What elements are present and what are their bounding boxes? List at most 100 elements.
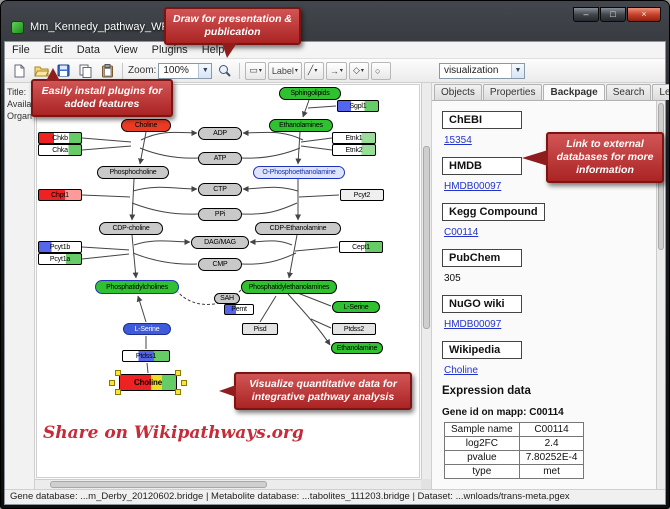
selection-tool-button[interactable]: ▭▾ xyxy=(245,61,266,80)
selection-handle[interactable] xyxy=(109,379,115,386)
node-l-serine[interactable]: L-Serine xyxy=(332,301,380,313)
tab-objects[interactable]: Objects xyxy=(434,84,482,100)
tab-properties[interactable]: Properties xyxy=(482,84,543,100)
menu-data[interactable]: Data xyxy=(76,44,100,56)
expression-cell: type xyxy=(444,464,520,479)
scrollbar-thumb[interactable] xyxy=(658,103,664,251)
node-cept1[interactable]: Cept1 xyxy=(339,241,383,253)
menu-help[interactable]: Help xyxy=(201,44,225,56)
close-button[interactable]: × xyxy=(627,7,661,22)
node-pcyt2[interactable]: Pcyt2 xyxy=(340,189,384,201)
zoom-select[interactable]: 100%▼ xyxy=(158,62,213,79)
node-chka[interactable]: Chka xyxy=(38,144,82,156)
arrow-tool-button[interactable]: →▾ xyxy=(325,61,347,80)
db-id-chebi[interactable]: 15354 xyxy=(444,135,472,146)
node-atp[interactable]: ATP xyxy=(198,152,242,165)
toolbar-separator xyxy=(239,62,241,79)
paste-button[interactable] xyxy=(97,61,117,81)
menu-edit[interactable]: Edit xyxy=(43,44,63,56)
node-pisd[interactable]: Pisd xyxy=(242,323,278,335)
node-dag-mag[interactable]: DAG/MAG xyxy=(191,236,249,249)
node-phosphatidylcholines[interactable]: Phosphatidylcholines xyxy=(95,280,179,294)
tab-legend[interactable]: Legend xyxy=(652,84,669,100)
menu-file[interactable]: File xyxy=(12,44,30,56)
node-phosphocholine[interactable]: Phosphocholine xyxy=(97,166,169,179)
selection-handle[interactable] xyxy=(175,370,181,376)
copy-icon xyxy=(79,64,91,78)
save-button[interactable] xyxy=(53,61,73,81)
selection-handle[interactable] xyxy=(181,379,187,386)
save-disk-icon xyxy=(57,64,69,77)
visualization-select[interactable]: visualization▼ xyxy=(438,62,525,79)
canvas-horizontal-scrollbar[interactable] xyxy=(35,479,421,489)
scrollbar-thumb[interactable] xyxy=(50,481,267,488)
line-tool-icon: ╱ xyxy=(307,65,314,75)
scrollbar-corner xyxy=(421,479,431,489)
db-id-hmdb[interactable]: HMDB00097 xyxy=(444,181,502,192)
copy-button[interactable] xyxy=(75,61,95,81)
line-tool-button[interactable]: ╱▾ xyxy=(303,61,324,80)
node-phosphatidylethanolamines[interactable]: Phosphatidylethanolamines xyxy=(241,280,337,294)
menu-view[interactable]: View xyxy=(113,44,138,56)
db-id-wikipedia[interactable]: Choline xyxy=(444,365,478,376)
shape-tool-button[interactable]: ◇▾ xyxy=(348,61,369,80)
open-file-button[interactable] xyxy=(31,61,51,81)
node-ppi[interactable]: PPi xyxy=(198,208,242,221)
zoom-fit-button[interactable] xyxy=(214,61,234,81)
db-id-kegg-compound[interactable]: C00114 xyxy=(444,227,479,238)
db-id-nugo-wiki[interactable]: HMDB00097 xyxy=(444,319,502,330)
paste-clipboard-icon xyxy=(101,63,113,77)
node-ptdss1[interactable]: Ptdss1 xyxy=(122,350,170,362)
datanode-tool-button[interactable]: ○ xyxy=(370,61,391,80)
node-etnk1[interactable]: Etnk1 xyxy=(332,132,376,144)
selection-handle[interactable] xyxy=(175,389,181,395)
node-sgpl1[interactable]: Sgpl1 xyxy=(337,100,379,112)
node-choline[interactable]: Choline xyxy=(121,119,171,132)
db-name-wikipedia: Wikipedia xyxy=(442,341,522,359)
node-cdp-choline[interactable]: CDP-choline xyxy=(99,222,163,235)
backpage-scrollbar[interactable] xyxy=(656,101,665,489)
menu-plugins[interactable]: Plugins xyxy=(151,44,188,56)
info-line: Title: xyxy=(7,87,27,97)
node-ethanolamine[interactable]: Ethanolamine xyxy=(331,342,383,354)
selection-handle[interactable] xyxy=(115,370,121,376)
tab-search[interactable]: Search xyxy=(605,84,652,100)
title-bar[interactable]: Mm_Kennedy_pathway_WP1771_45176.gpml – □… xyxy=(1,1,669,41)
node-choline[interactable]: Choline xyxy=(119,374,177,391)
selection-handle[interactable] xyxy=(115,389,121,395)
info-line: Organ xyxy=(7,111,33,121)
node-o-phosphoethanolamine[interactable]: O-Phosphoethanolamine xyxy=(253,166,345,179)
node-etnk2[interactable]: Etnk2 xyxy=(332,144,376,156)
datanode-tool-icon: ○ xyxy=(374,65,381,76)
node-cdp-ethanolamine[interactable]: CDP-Ethanolamine xyxy=(255,222,341,235)
node-adp[interactable]: ADP xyxy=(198,127,242,140)
node-ptdss2[interactable]: Ptdss2 xyxy=(332,323,376,335)
node-l-serine[interactable]: L-Serine xyxy=(123,323,171,335)
label-tool-button[interactable]: Label▾ xyxy=(267,61,302,80)
node-pemt[interactable]: Pemt xyxy=(224,304,254,315)
node-ethanolamines[interactable]: Ethanolamines xyxy=(269,119,333,132)
new-file-button[interactable] xyxy=(9,61,29,81)
zoom-label: Zoom: xyxy=(128,65,157,76)
node-sah[interactable]: SAH xyxy=(214,293,240,304)
node-chkb[interactable]: Chkb xyxy=(38,132,82,144)
node-cmp[interactable]: CMP xyxy=(198,258,242,271)
node-sphingolipids[interactable]: Sphingolipids xyxy=(279,87,341,100)
selection-tool-icon: ▭ xyxy=(249,65,258,75)
node-pcyt1a[interactable]: Pcyt1a xyxy=(38,253,82,265)
db-name-kegg-compound: Kegg Compound xyxy=(442,203,545,221)
minimize-button[interactable]: – xyxy=(573,7,599,22)
node-chpt1[interactable]: Chpt1 xyxy=(38,189,82,201)
node-pcyt1b[interactable]: Pcyt1b xyxy=(38,241,82,253)
chevron-down-icon: ▾ xyxy=(339,68,343,74)
window-title: Mm_Kennedy_pathway_WP1771_45176.gpml xyxy=(30,21,257,33)
canvas-vertical-scrollbar[interactable] xyxy=(421,83,431,479)
maximize-button[interactable]: □ xyxy=(600,7,626,22)
node-ctp[interactable]: CTP xyxy=(198,183,242,196)
tab-backpage[interactable]: Backpage xyxy=(543,84,605,100)
scrollbar-thumb[interactable] xyxy=(423,146,430,329)
db-name-hmdb: HMDB xyxy=(442,157,522,175)
